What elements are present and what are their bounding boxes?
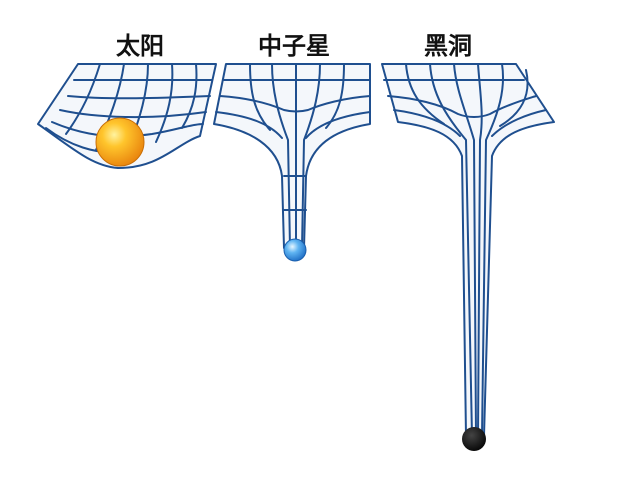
sun-sphere-icon	[95, 117, 145, 167]
neutron-star-sphere-icon	[283, 238, 307, 262]
label-neutron-star: 中子星	[258, 32, 330, 60]
neutron-star-spacetime-sheet	[213, 63, 371, 249]
sun-spacetime-sheet	[37, 63, 217, 169]
label-sun: 太阳	[116, 32, 164, 60]
label-black-hole: 黑洞	[424, 32, 472, 60]
black-hole-sphere-icon	[462, 427, 486, 451]
black-hole-spacetime-sheet	[381, 63, 555, 437]
